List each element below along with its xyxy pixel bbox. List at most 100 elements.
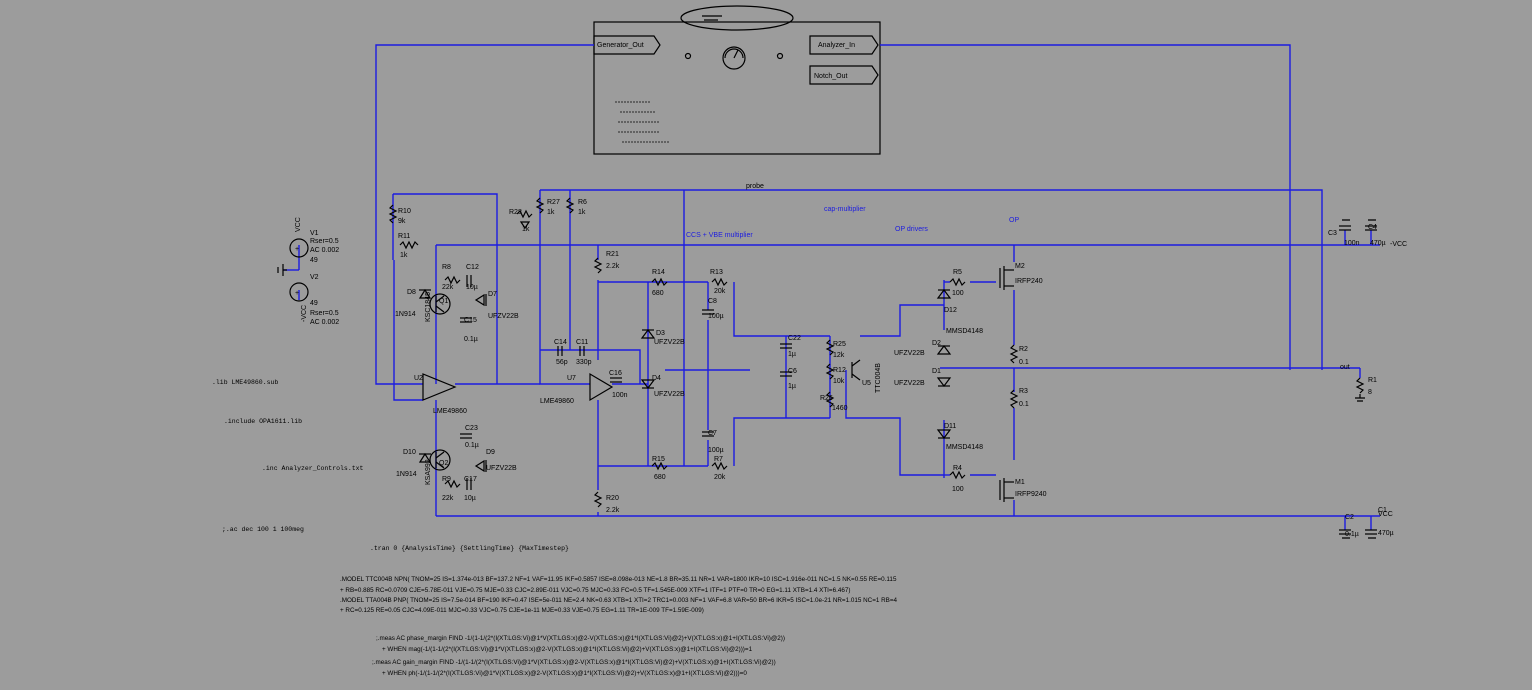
model-line: + RB=0.885 RC=0.0709 CJE=5.78E-011 VJE=0… [340,587,850,594]
svg-text:UFZV22B: UFZV22B [486,465,517,472]
svg-text:D12: D12 [944,307,957,314]
symbols: + + [277,197,1377,539]
svg-text:D2: D2 [932,340,941,347]
svg-text:+: + [295,246,299,253]
capacitor-c23 [460,433,472,439]
resistor-r14 [651,277,668,287]
transistor-q2 [429,449,451,471]
capacitor-c1 [1365,529,1377,535]
resistor-r11 [399,240,419,250]
meter-knob-icon[interactable] [722,46,746,70]
port-generator-out[interactable]: Generator_Out [593,35,661,55]
svg-text:TTC004B: TTC004B [875,363,882,393]
svg-text:100µ: 100µ [708,313,724,320]
svg-text:D4: D4 [652,375,661,382]
svg-text:2.2k: 2.2k [606,507,620,514]
voltage-source-v1[interactable]: + [289,238,309,258]
analyzer-block[interactable]: Generator_Out Analyzer_In Notch_Out [593,5,881,155]
svg-text:R21: R21 [606,251,619,258]
capacitor-c22 [780,343,792,349]
svg-text:Rser=0.5: Rser=0.5 [310,238,339,245]
net-probe: probe [746,183,764,190]
svg-text:100n: 100n [1344,240,1360,247]
net-vcc-neg: -VCC [1390,241,1407,248]
port-analyzer-in[interactable]: Analyzer_In [809,35,879,55]
directive-ac: ;.ac dec 100 1 100meg [222,526,304,533]
svg-text:C1: C1 [1378,507,1387,514]
svg-text:UFZV22B: UFZV22B [488,313,519,320]
capacitor-c14 [557,346,563,356]
capacitor-c12 [466,275,472,287]
svg-text:Q2: Q2 [439,460,448,467]
svg-text:U2: U2 [414,375,423,382]
svg-text:330p: 330p [576,359,592,366]
measure-directives[interactable]: ;.meas AC phase_margin FIND -1/(1-1/(2*(… [372,635,785,677]
diode-d12 [936,289,952,299]
svg-text:1k: 1k [522,226,530,233]
svg-text:UFZV22B: UFZV22B [654,339,685,346]
analyzer-display-icon [680,5,794,31]
resistor-r2 [1009,344,1019,364]
svg-text:680: 680 [654,474,666,481]
measure-line: + WHEN mag(-1/(1-1/(2*(I(XT:LGS:Vi)@1*V(… [382,646,753,653]
svg-text:1k: 1k [400,252,408,259]
voltage-source-v2[interactable]: + [289,282,309,302]
svg-text:Q1: Q1 [439,298,448,305]
svg-text:D7: D7 [488,291,497,298]
svg-text:C11: C11 [576,339,588,346]
svg-text:R4: R4 [953,465,962,472]
directive-inc: .inc Analyzer_Controls.txt [262,465,364,472]
capacitor-c17 [466,478,472,490]
svg-text:MMSD4148: MMSD4148 [946,328,983,335]
svg-text:R10: R10 [398,208,411,215]
svg-text:D8: D8 [407,289,416,296]
svg-text:-VCC: -VCC [301,305,308,322]
svg-text:R11: R11 [398,233,410,240]
svg-text:Rser=0.5: Rser=0.5 [310,310,339,317]
svg-text:470µ: 470µ [1370,240,1386,247]
svg-text:100: 100 [952,486,964,493]
svg-text:AC 0.002: AC 0.002 [310,247,339,254]
svg-text:10µ: 10µ [464,495,476,502]
capacitor-c11 [579,346,585,356]
svg-text:20k: 20k [714,474,726,481]
svg-text:R6: R6 [578,199,587,206]
svg-text:IRFP9240: IRFP9240 [1015,491,1047,498]
svg-text:1460: 1460 [832,405,848,412]
svg-text:1µ: 1µ [788,383,796,390]
led-icon [776,52,784,60]
resistor-r26 [825,391,835,408]
model-definitions[interactable]: .MODEL TTC004B NPN( TNOM=25 IS=1.374e-01… [340,576,898,614]
svg-text:Notch_Out: Notch_Out [814,73,848,80]
svg-text:V1: V1 [310,230,319,237]
capacitor-c3 [1339,225,1351,231]
section-ccs: CCS + VBE multiplier [686,232,753,239]
svg-text:R28: R28 [509,209,522,216]
svg-text:1µ: 1µ [788,351,796,358]
model-line: + RC=0.125 RE=0.05 CJC=4.09E-011 MJC=0.3… [340,607,704,614]
svg-text:Generator_Out: Generator_Out [597,42,644,49]
svg-text:49: 49 [310,257,318,264]
svg-text:R12: R12 [833,367,846,374]
capacitor-c6 [780,371,792,377]
diode-d1 [936,377,952,387]
svg-text:IRFP240: IRFP240 [1015,278,1043,285]
svg-text:20k: 20k [714,288,726,295]
svg-text:C4: C4 [1368,224,1377,231]
svg-text:100: 100 [952,290,964,297]
resistor-r4 [949,470,966,480]
diode-d7 [474,293,487,307]
svg-text:R7: R7 [714,456,723,463]
port-notch-out[interactable]: Notch_Out [809,65,879,85]
svg-text:LME49860: LME49860 [433,408,467,415]
svg-text:D9: D9 [486,449,495,456]
svg-text:M2: M2 [1015,263,1025,270]
capacitor-c8 [702,309,714,315]
svg-text:UFZV22B: UFZV22B [894,350,925,357]
resistor-r12 [825,363,835,380]
analyzer-readout-lines [615,101,670,143]
resistor-r8 [444,275,461,285]
ground-icon [519,221,531,230]
spice-directives[interactable]: .lib LME49860.sub .include OPA1611.lib .… [212,379,569,552]
